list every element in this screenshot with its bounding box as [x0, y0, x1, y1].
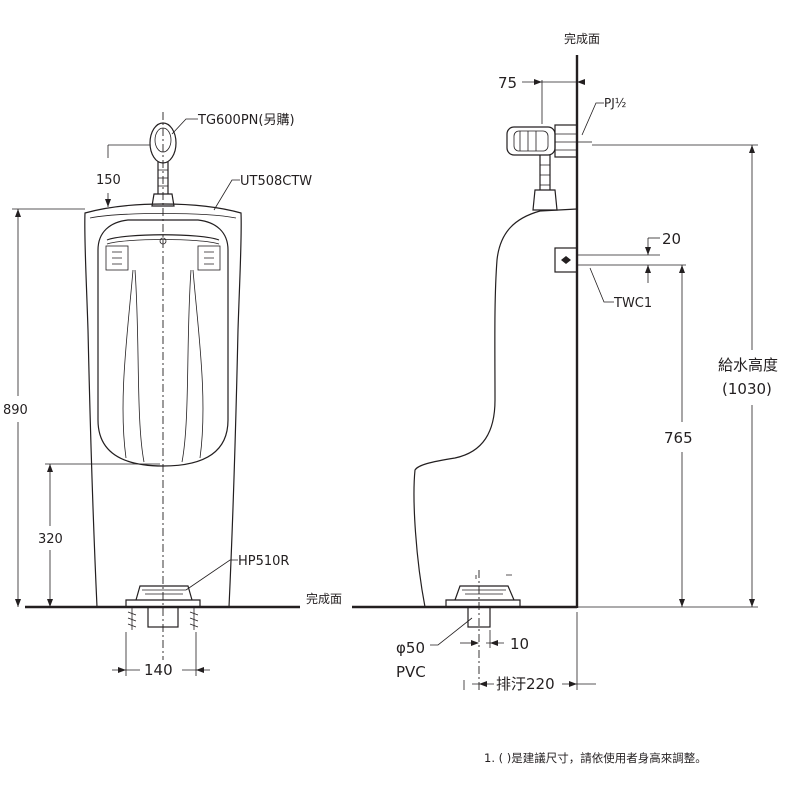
mounting-slot-left [105, 245, 129, 271]
dim-text-890: 890 [3, 403, 28, 418]
dim-320 [45, 463, 160, 607]
dim-text-320: 320 [38, 532, 63, 547]
label-finished-surface-top: 完成面 [564, 31, 600, 46]
leader-drain [185, 559, 238, 591]
mounting-slot-right [197, 245, 221, 271]
drain-fitting-side [445, 574, 521, 628]
label-supply-height: 給水高度 [718, 356, 778, 374]
dim-765 [577, 265, 690, 608]
leader-urinal [213, 179, 240, 211]
dim-text-20: 20 [662, 230, 681, 248]
wall-bracket-side [554, 247, 593, 273]
flow-curve-left-outer [122, 269, 134, 459]
dim-150 [105, 144, 150, 207]
label-supply-height-value: (1030) [722, 380, 772, 398]
dim-220 [463, 612, 596, 690]
flow-curve-right-outer [192, 269, 204, 459]
dim-text-10: 10 [510, 635, 529, 653]
drain-fitting-front [125, 585, 201, 630]
label-twc1: TWC1 [613, 296, 652, 311]
dim-10 [460, 630, 504, 648]
label-pipe-size: φ50 [396, 639, 425, 657]
dim-text-220: 排汙220 [496, 675, 555, 693]
dim-1030 [592, 144, 758, 608]
leader-twc1 [589, 267, 614, 303]
flush-valve-side [506, 124, 578, 211]
urinal-body-side [413, 208, 578, 608]
label-pipe-material: PVC [396, 663, 426, 681]
label-drain: HP510R [238, 554, 289, 569]
footnote: 1. ( )是建議尺寸，請依使用者身高來調整。 [484, 751, 707, 765]
leader-pj [581, 102, 604, 136]
side-view [352, 55, 758, 690]
flow-curve-right-inner [181, 269, 192, 463]
label-flush-valve: TG600PN(另購) [197, 113, 295, 128]
spreader-bar-lower [106, 239, 220, 245]
dim-75 [522, 79, 585, 124]
dim-890 [12, 208, 85, 607]
label-urinal: UT508CTW [240, 174, 312, 189]
dim-text-765: 765 [664, 429, 693, 447]
spreader-bar [106, 234, 220, 241]
dim-text-150: 150 [96, 173, 121, 188]
label-pj: PJ½ [604, 96, 626, 110]
dim-140 [112, 632, 210, 676]
front-view [12, 112, 300, 676]
dim-text-75: 75 [498, 74, 517, 92]
dim-20 [593, 237, 686, 283]
label-finished-surface-floor: 完成面 [306, 591, 342, 606]
leader-flush-valve [171, 118, 198, 135]
flow-curve-left-inner [134, 269, 145, 463]
dim-text-140: 140 [144, 661, 173, 679]
leader-pipe [430, 617, 473, 646]
urinal-bowl [97, 219, 229, 467]
